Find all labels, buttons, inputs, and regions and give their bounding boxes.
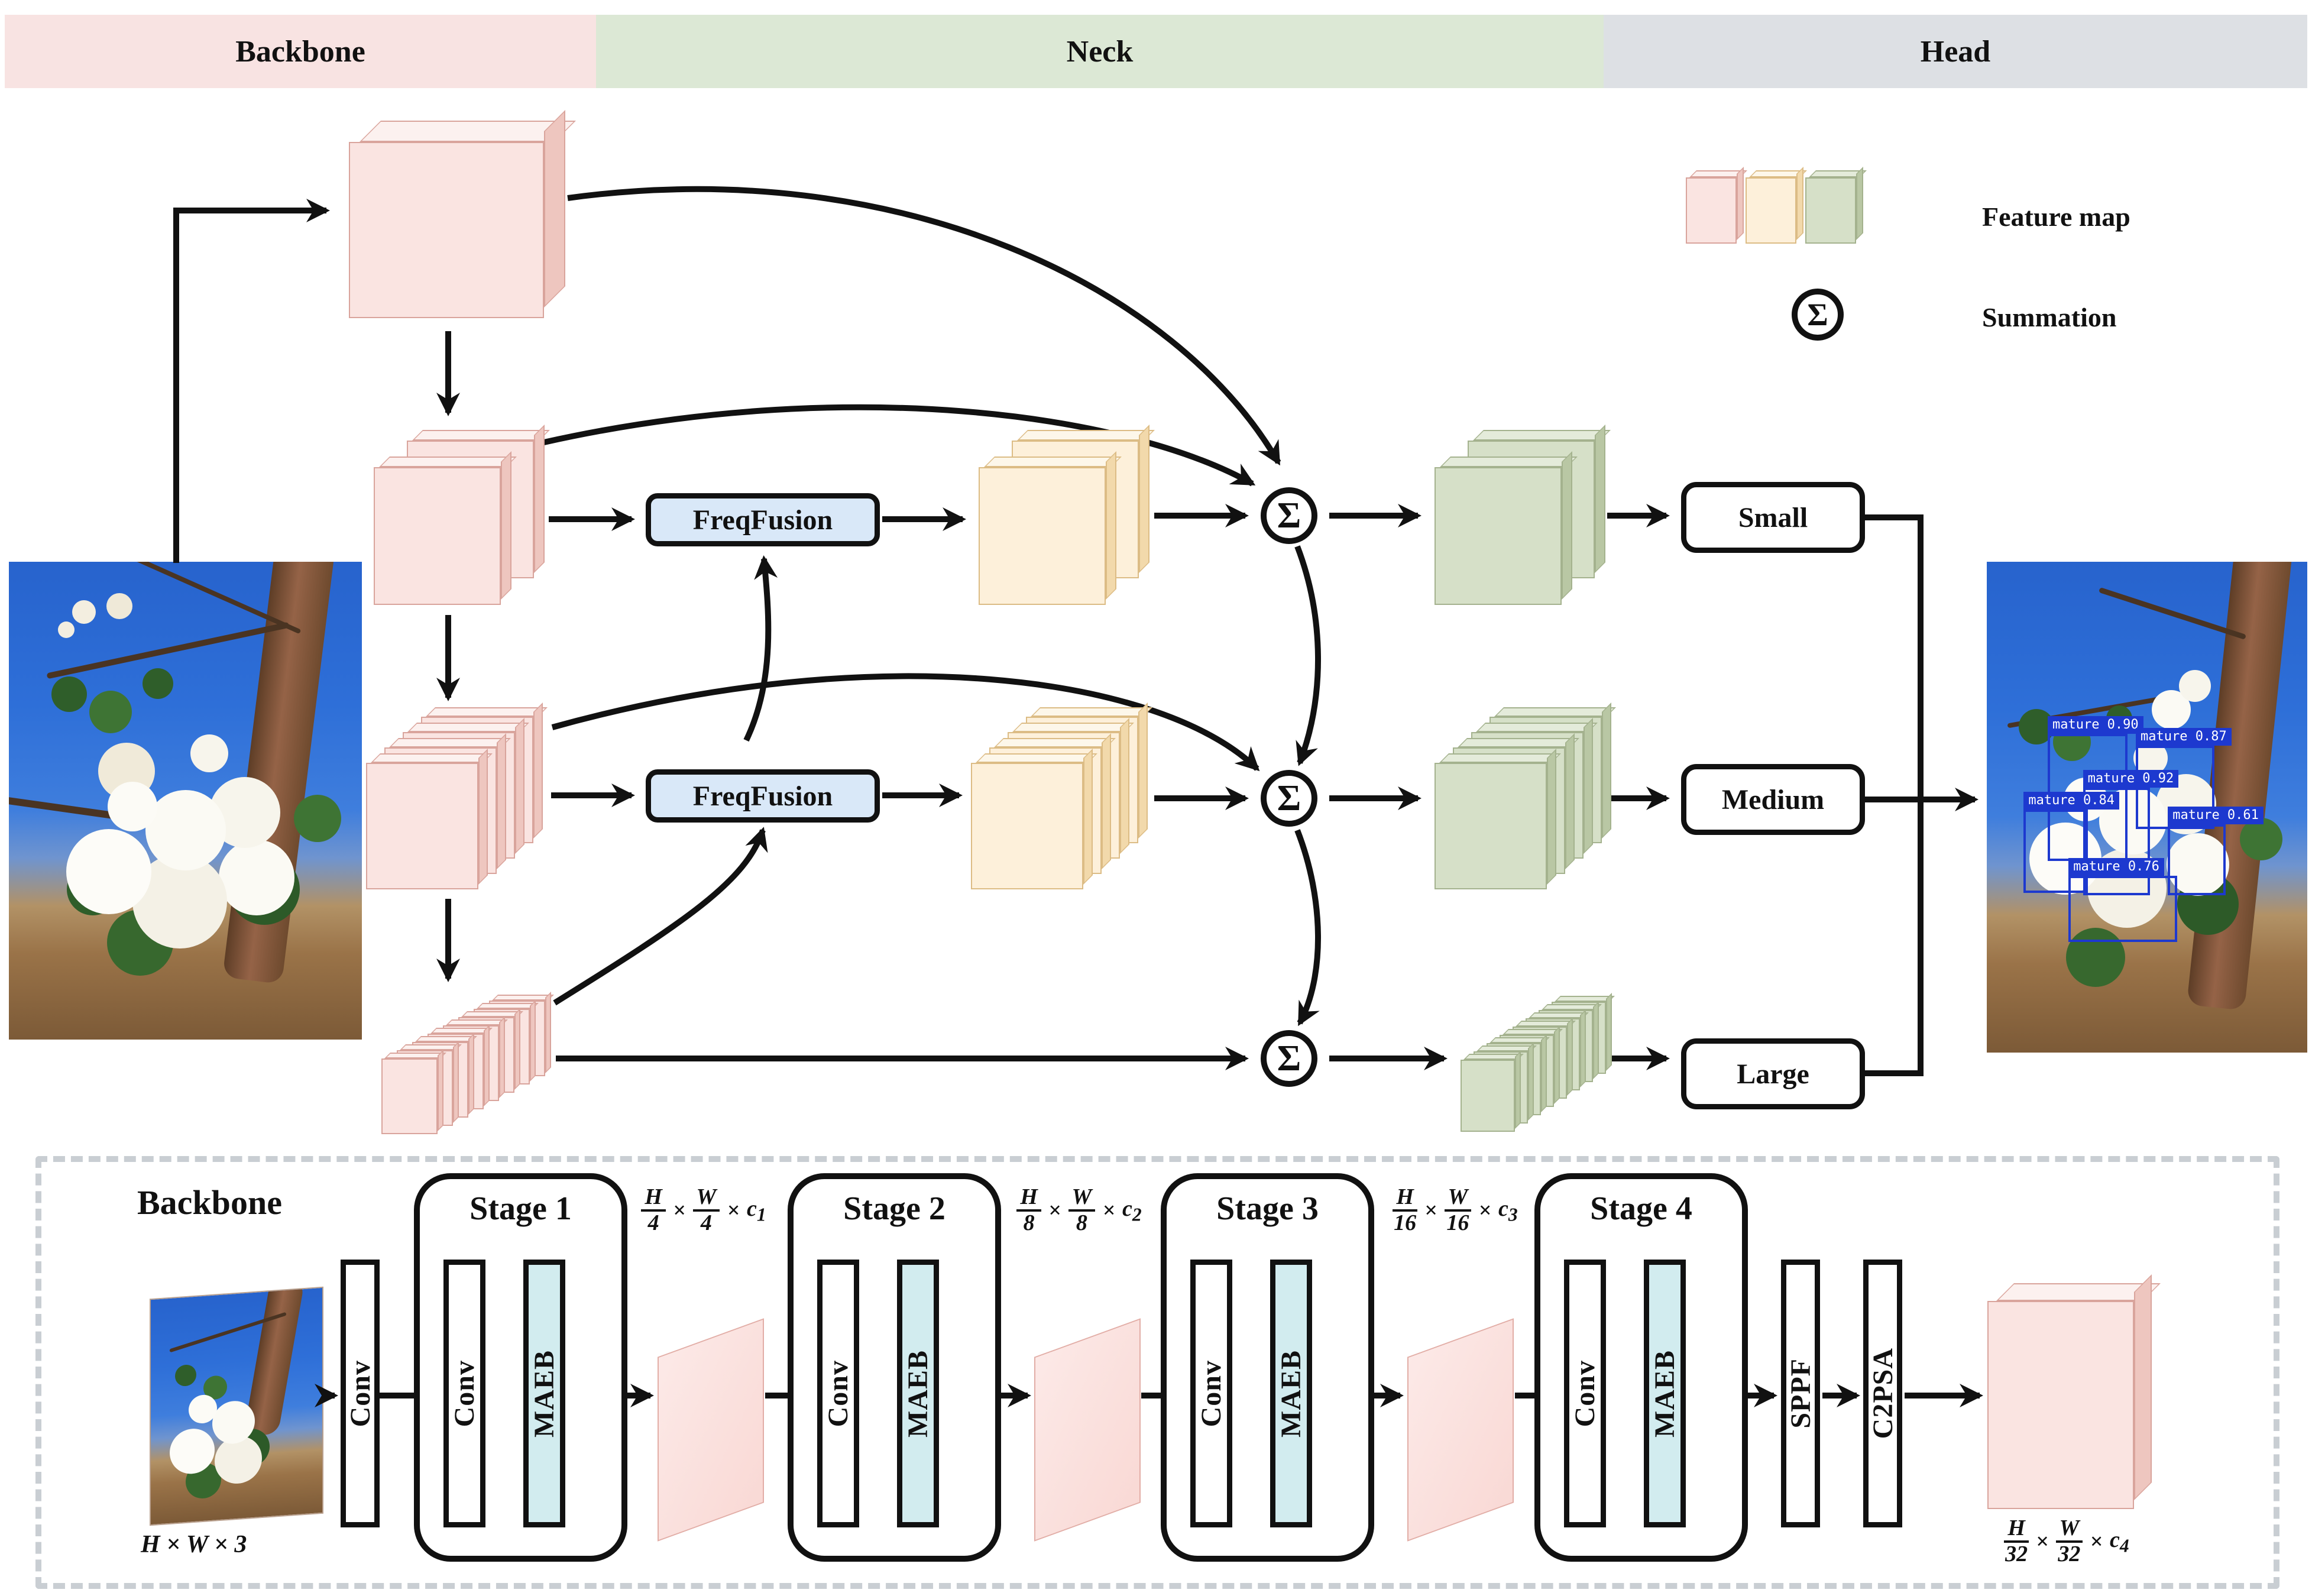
legend-summation-icon: Σ xyxy=(1792,289,1844,341)
backbone-output-cube xyxy=(1987,1274,2161,1509)
legend-feature-map-label: Feature map xyxy=(1982,202,2130,232)
legend-pink-slab xyxy=(1686,167,1747,244)
head-large-box: Large xyxy=(1681,1038,1865,1109)
green-stack-row1 xyxy=(1435,451,1578,605)
pink-stack-row3 xyxy=(381,1050,446,1134)
freqfusion-block-top: FreqFusion xyxy=(646,493,880,546)
input-photo xyxy=(9,562,362,1040)
detection-label: mature 0.87 xyxy=(2136,728,2232,746)
stage-2-maeb-box: MAEB xyxy=(897,1260,939,1527)
cream-stack-row1 xyxy=(979,451,1122,605)
summation-node-small: Σ xyxy=(1261,487,1317,544)
summation-node-large: Σ xyxy=(1261,1030,1317,1087)
head-medium-box: Medium xyxy=(1681,764,1865,835)
summation-node-medium: Σ xyxy=(1261,770,1317,827)
green-stack-row2 xyxy=(1435,749,1561,889)
c2psa-box: C2PSA xyxy=(1863,1260,1902,1527)
green-stack-row3 xyxy=(1461,1051,1524,1132)
detection-label: mature 0.76 xyxy=(2068,858,2164,876)
neck-band: Neck xyxy=(596,15,1604,88)
pink-stack-row1 xyxy=(374,451,517,605)
detection-box: mature 0.92 xyxy=(2083,769,2179,896)
stage-2-conv-box: Conv xyxy=(817,1260,859,1527)
backbone-band-label: Backbone xyxy=(235,34,365,69)
stem-conv-box: Conv xyxy=(341,1260,380,1527)
stage-1-feature-map xyxy=(658,1318,764,1542)
input-dim-label: H × W × 3 xyxy=(141,1531,247,1558)
head-band-label: Head xyxy=(1920,34,1991,69)
detection-box: mature 0.84 xyxy=(2023,792,2120,893)
backbone-detail-title: Backbone xyxy=(137,1183,282,1222)
legend-green-slab xyxy=(1805,167,1867,244)
stage-1-maeb-box: MAEB xyxy=(523,1260,565,1527)
detection-label: mature 0.90 xyxy=(2047,716,2143,734)
detection-label: mature 0.84 xyxy=(2023,792,2120,810)
stage-4-conv-box: Conv xyxy=(1564,1260,1606,1527)
legend-cream-slab xyxy=(1746,167,1807,244)
cream-stack-row2 xyxy=(971,749,1097,889)
stage-3-conv-box: Conv xyxy=(1190,1260,1232,1527)
stage-3-maeb-box: MAEB xyxy=(1270,1260,1312,1527)
sppf-box: SPPF xyxy=(1781,1260,1820,1527)
stage-4-maeb-box: MAEB xyxy=(1644,1260,1686,1527)
pink-stack-row2 xyxy=(366,749,493,889)
head-small-box: Small xyxy=(1681,482,1865,553)
detection-label: mature 0.92 xyxy=(2083,769,2179,788)
head-band: Head xyxy=(1604,15,2307,88)
stage-2-feature-map xyxy=(1034,1318,1141,1542)
stage-3-feature-map xyxy=(1407,1318,1514,1542)
detection-box: mature 0.61 xyxy=(2168,807,2264,896)
freqfusion-block-mid: FreqFusion xyxy=(646,769,880,823)
stage-1-conv-box: Conv xyxy=(443,1260,485,1527)
backbone-detail-panel xyxy=(35,1156,2279,1589)
backbone-cube xyxy=(349,110,576,318)
detection-label: mature 0.61 xyxy=(2168,807,2264,825)
detection-box: mature 0.76 xyxy=(2068,858,2178,943)
backbone-band: Backbone xyxy=(5,15,596,88)
legend-summation-label: Summation xyxy=(1982,302,2117,332)
neck-band-label: Neck xyxy=(1066,34,1134,69)
